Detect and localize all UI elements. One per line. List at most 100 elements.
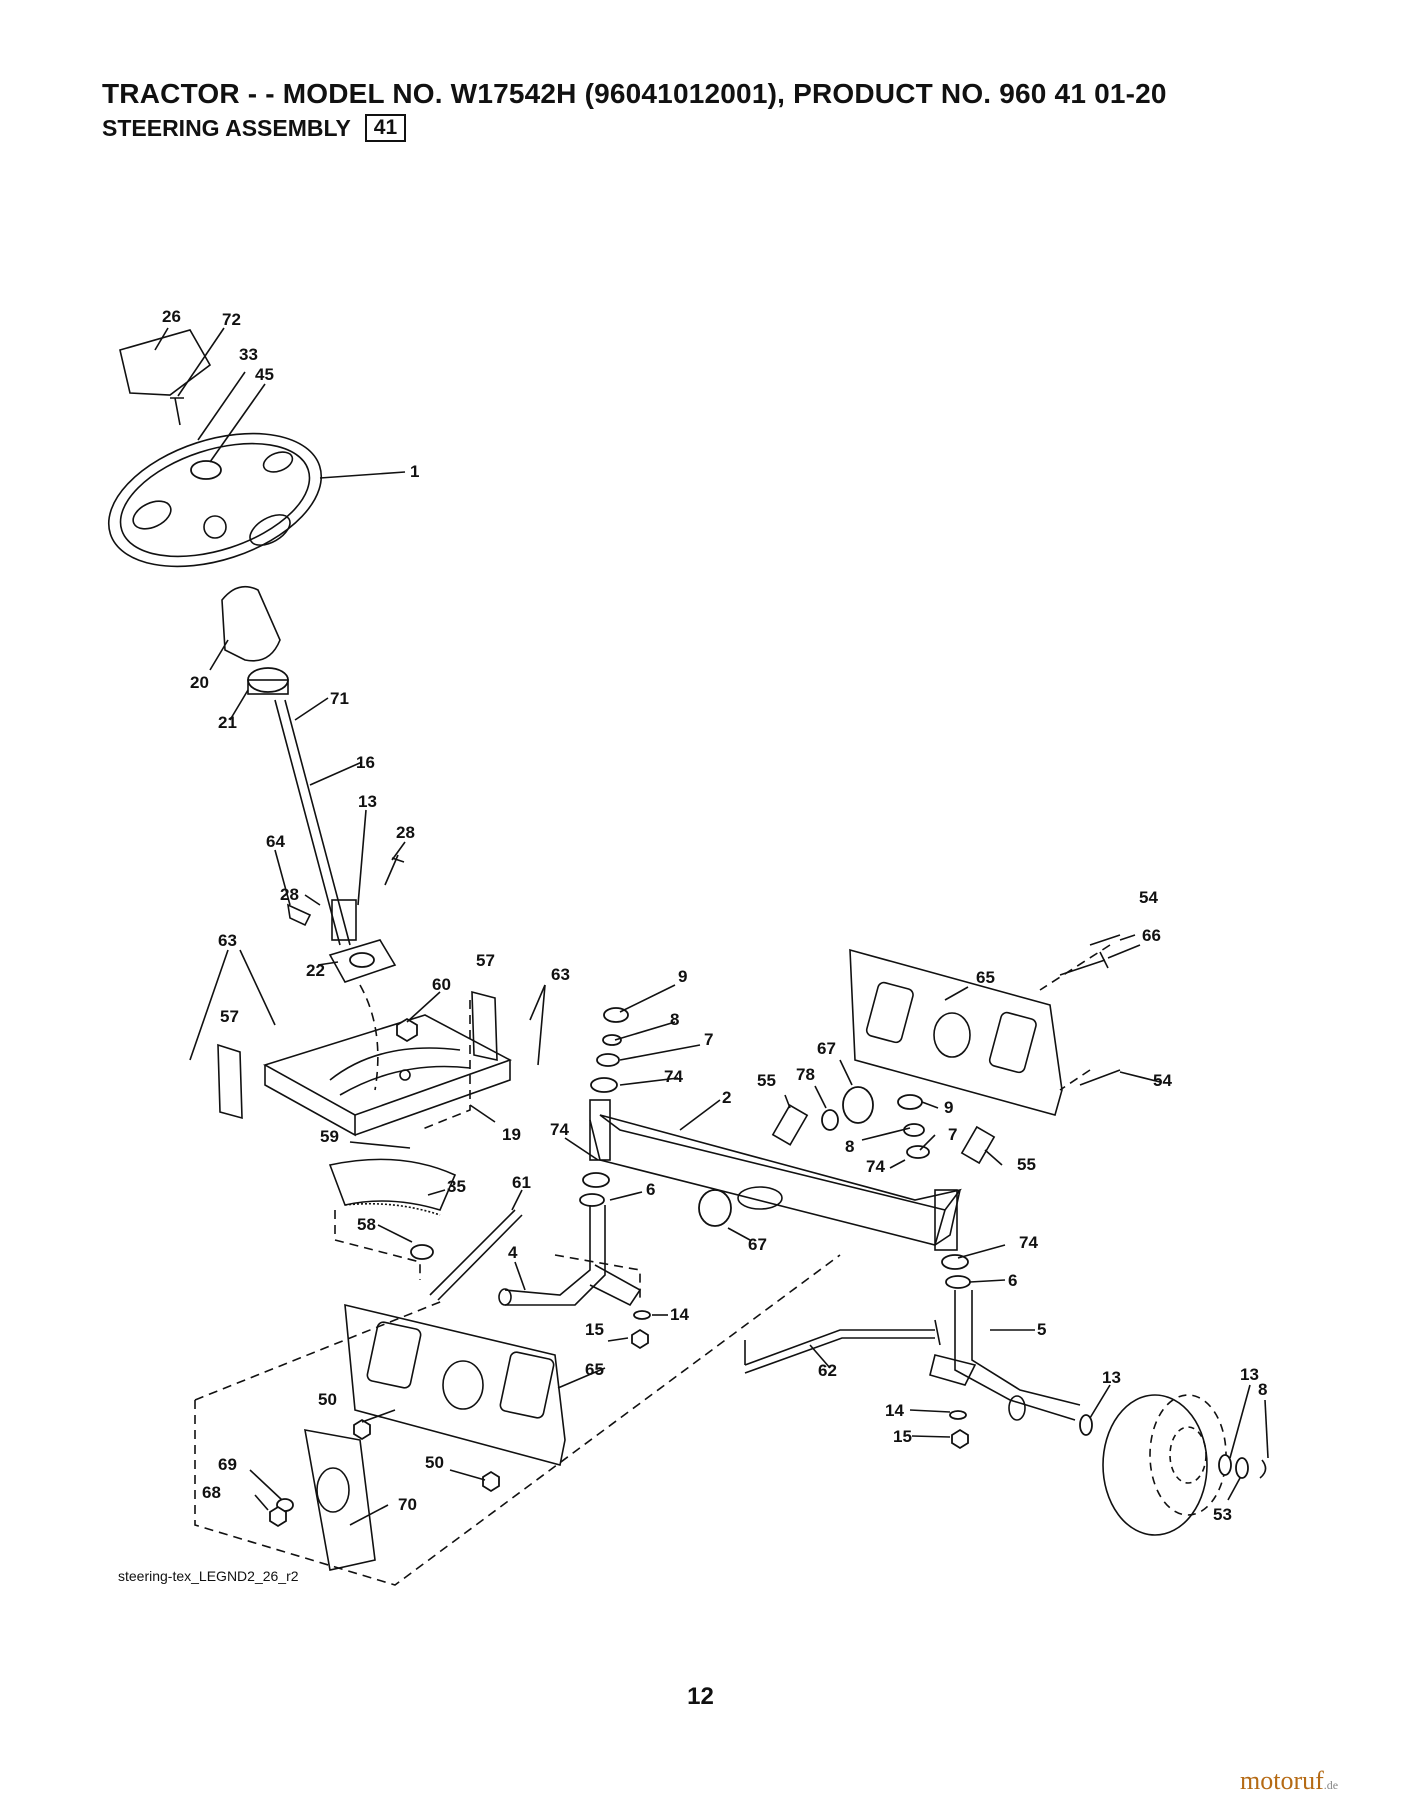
callout-14: 14 (885, 1401, 904, 1420)
pivot-pin-right-part (960, 1125, 996, 1165)
mounting-plate-part (262, 1014, 512, 1137)
nut-68-part (269, 1505, 287, 1528)
axle-bracket-lower-part (344, 1303, 566, 1466)
callout-45: 45 (255, 365, 274, 384)
pinion-bracket-part (328, 899, 397, 983)
callout-50: 50 (425, 1453, 444, 1472)
section-title-row: STEERING ASSEMBLY 41 (102, 114, 1167, 142)
callout-8: 8 (1258, 1380, 1267, 1399)
callout-74: 74 (866, 1157, 885, 1176)
callout-74: 74 (550, 1120, 569, 1139)
nut-15-left-part (631, 1328, 649, 1350)
callout-67: 67 (817, 1039, 836, 1058)
watermark-logo: motoruf.de (1240, 1766, 1338, 1796)
callout-labels: 26 72 33 45 1 20 21 71 16 13 28 64 28 22… (162, 307, 1267, 1524)
callout-66: 66 (1142, 926, 1161, 945)
callout-6: 6 (646, 1180, 655, 1199)
line-art (107, 329, 1267, 1586)
callout-16: 16 (356, 753, 375, 772)
callout-59: 59 (320, 1127, 339, 1146)
callout-9: 9 (944, 1098, 953, 1117)
front-wheel-part (1102, 1394, 1227, 1536)
bearing-67-lower-part (698, 1189, 732, 1227)
gear-dash-box (334, 1210, 421, 1280)
callout-62: 62 (818, 1361, 837, 1380)
steering-shaft-part (274, 699, 351, 946)
callout-67: 67 (748, 1235, 767, 1254)
callout-65: 65 (976, 968, 995, 987)
front-axle-part (589, 1099, 962, 1251)
bushing-58-part (410, 1244, 434, 1260)
side-plate-left-part (217, 1043, 243, 1120)
tie-rod-part (744, 1329, 935, 1374)
callout-28: 28 (396, 823, 415, 842)
callout-58: 58 (357, 1215, 376, 1234)
steering-boot-part (221, 585, 281, 662)
callout-35: 35 (447, 1177, 466, 1196)
bushing-21-part (247, 667, 289, 695)
page-number: 12 (687, 1683, 714, 1710)
nut-15-right-part (951, 1428, 969, 1450)
callout-74: 74 (1019, 1233, 1038, 1252)
callout-13: 13 (358, 792, 377, 811)
callout-20: 20 (190, 673, 209, 692)
callout-61: 61 (512, 1173, 531, 1192)
callout-8: 8 (845, 1137, 854, 1156)
assembly-dash-line (359, 984, 379, 1091)
callout-13: 13 (1102, 1368, 1121, 1387)
callout-69: 69 (218, 1455, 237, 1474)
leader-lines (154, 327, 1269, 1526)
bearing-67-upper-part (842, 1086, 874, 1124)
callout-28: 28 (280, 885, 299, 904)
callout-64: 64 (266, 832, 285, 851)
callout-68: 68 (202, 1483, 221, 1502)
bolt-66-part (1059, 951, 1109, 976)
tie-rod-end-part (744, 1319, 941, 1365)
callout-78: 78 (796, 1065, 815, 1084)
callout-50: 50 (318, 1390, 337, 1409)
callout-60: 60 (432, 975, 451, 994)
callout-53: 53 (1213, 1505, 1232, 1524)
spindle-left-part (498, 1205, 642, 1307)
nut-50-lower-part (482, 1470, 500, 1493)
bolt-72-part (170, 397, 184, 426)
callout-6: 6 (1008, 1271, 1017, 1290)
callout-2: 2 (722, 1088, 731, 1107)
callout-5: 5 (1037, 1320, 1046, 1339)
callout-63: 63 (218, 931, 237, 950)
callout-1: 1 (410, 462, 419, 481)
sector-gear-part (328, 1158, 457, 1216)
steering-wheel-part (107, 432, 323, 568)
washer-78-part (821, 1109, 839, 1131)
side-plate-right-part (471, 990, 498, 1061)
washer-stack-left-part (579, 1007, 629, 1207)
page-title: TRACTOR - - MODEL NO. W17542H (960410120… (102, 78, 1167, 109)
callout-72: 72 (222, 310, 241, 329)
callout-57: 57 (220, 1007, 239, 1026)
callout-63: 63 (551, 965, 570, 984)
callout-8: 8 (670, 1010, 679, 1029)
bracket-64-part (286, 903, 312, 927)
bolt-54-upper-part (1089, 934, 1121, 946)
pivot-pin-left-part (771, 1104, 809, 1146)
washer-14-left-part (633, 1310, 651, 1320)
callout-14: 14 (670, 1305, 689, 1324)
callout-7: 7 (948, 1125, 957, 1144)
plate-dash-box (419, 1000, 471, 1131)
drawing-code: steering-tex_LEGND2_26_r2 (118, 1568, 299, 1584)
callout-54: 54 (1139, 888, 1158, 907)
callout-15: 15 (585, 1320, 604, 1339)
callout-19: 19 (502, 1125, 521, 1144)
page-header: TRACTOR - - MODEL NO. W17542H (960410120… (102, 78, 1167, 142)
callout-15: 15 (893, 1427, 912, 1446)
wheel-cap-part (119, 329, 212, 396)
nut-50-upper-part (353, 1418, 371, 1441)
callout-13: 13 (1240, 1365, 1259, 1384)
watermark-tld: .de (1323, 1778, 1339, 1792)
cover-plate-part (304, 1429, 376, 1571)
washer-13-right-part (1218, 1454, 1232, 1476)
callout-21: 21 (218, 713, 237, 732)
callout-65: 65 (585, 1360, 604, 1379)
callout-7: 7 (704, 1030, 713, 1049)
